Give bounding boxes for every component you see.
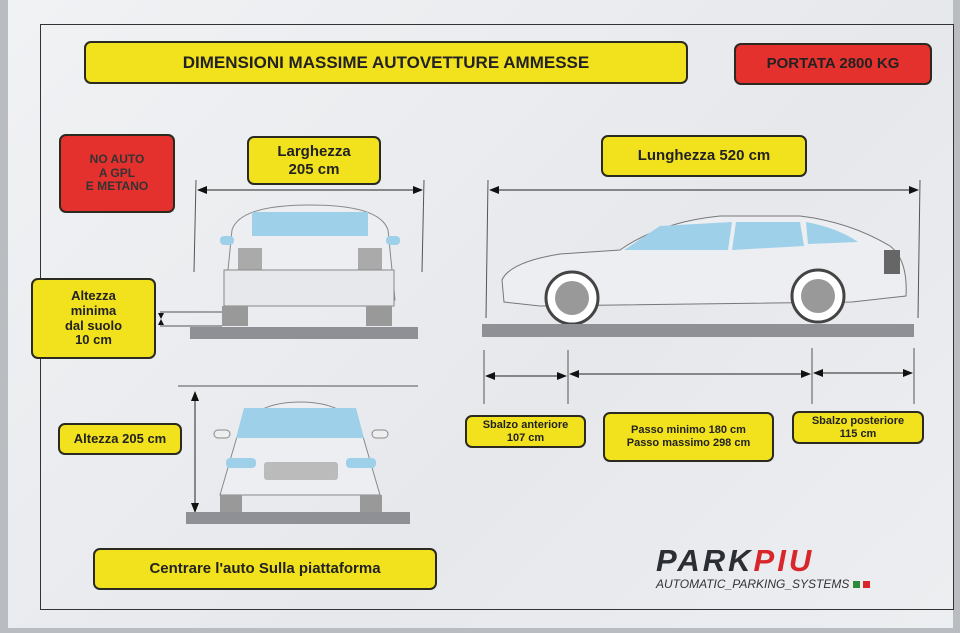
front-view-car xyxy=(178,385,418,524)
side-view-car xyxy=(482,179,921,404)
flag-red xyxy=(863,581,871,588)
instruction-label: Centrare l'auto Sulla piattaforma xyxy=(93,548,437,590)
ground-clearance-label: Altezza minima dal suolo 10 cm xyxy=(31,278,156,359)
warning-label: NO AUTO A GPL E METANO xyxy=(59,134,175,213)
ground-clearance-text: Altezza minima dal suolo 10 cm xyxy=(64,287,123,348)
rear-view-car xyxy=(158,179,425,339)
wheelbase-text: Passo minimo 180 cm Passo massimo 298 cm xyxy=(626,424,751,449)
rear-overhang-text: Sbalzo posteriore 115 cm xyxy=(811,414,905,440)
logo-park: PARK xyxy=(656,543,754,578)
width-text: Larghezza 205 cm xyxy=(277,143,351,178)
height-label: Altezza 205 cm xyxy=(58,423,182,455)
logo-piu: PIU xyxy=(753,543,815,578)
sign-sheet xyxy=(8,0,954,628)
front-overhang-label: Sbalzo anteriore 107 cm xyxy=(465,415,586,448)
logo-tagline: AUTOMATIC_PARKING_SYSTEMS xyxy=(656,577,850,591)
title-text: DIMENSIONI MASSIME AUTOVETTURE AMMESSE xyxy=(182,52,590,72)
length-text: Lunghezza 520 cm xyxy=(637,147,771,165)
warning-text: NO AUTO A GPL E METANO xyxy=(85,151,149,194)
wheelbase-label: Passo minimo 180 cm Passo massimo 298 cm xyxy=(603,412,774,462)
rear-overhang-label: Sbalzo posteriore 115 cm xyxy=(792,411,924,444)
width-label: Larghezza 205 cm xyxy=(247,136,381,185)
capacity-text: PORTATA 2800 KG xyxy=(766,55,900,73)
length-label: Lunghezza 520 cm xyxy=(601,135,807,177)
parkpiu-logo: PARKPIU AUTOMATIC_PARKING_SYSTEMS xyxy=(656,543,871,591)
height-text: Altezza 205 cm xyxy=(73,430,167,446)
capacity-label: PORTATA 2800 KG xyxy=(734,43,932,85)
title-label: DIMENSIONI MASSIME AUTOVETTURE AMMESSE xyxy=(84,41,688,84)
flag-green xyxy=(852,581,860,588)
front-overhang-text: Sbalzo anteriore 107 cm xyxy=(482,418,569,444)
instruction-text: Centrare l'auto Sulla piattaforma xyxy=(149,560,381,578)
